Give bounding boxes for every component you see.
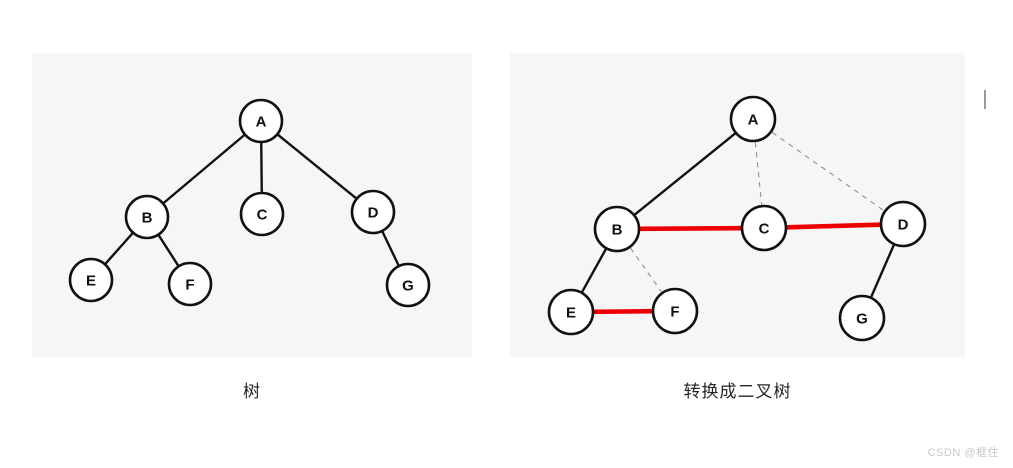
cursor-tick-mark	[984, 90, 986, 109]
panel-tree	[32, 53, 472, 357]
caption-binary-tree: 转换成二叉树	[683, 382, 792, 401]
watermark-label: CSDN @框住	[927, 447, 999, 459]
caption-tree: 树	[243, 382, 261, 401]
panel-binary-tree	[510, 53, 965, 357]
